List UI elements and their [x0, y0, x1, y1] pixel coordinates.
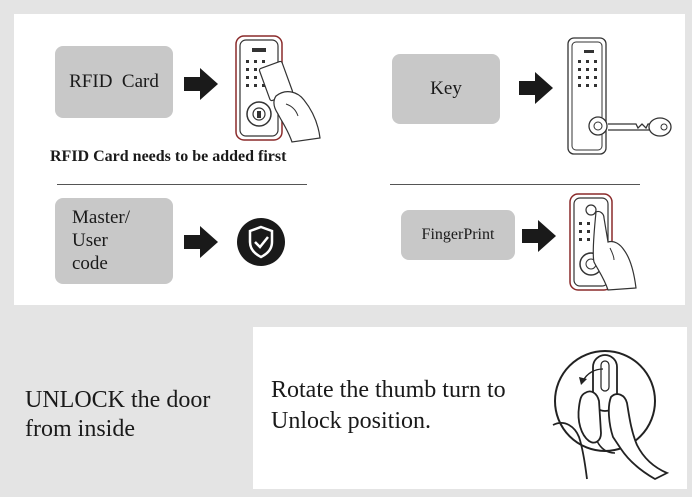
unlock-methods-panel: RFID Card RFID Card needs to be added fi… — [14, 14, 685, 305]
key-box: Key — [392, 54, 500, 124]
code-label-line3: code — [72, 253, 108, 274]
inside-heading-line2: from inside — [25, 416, 135, 442]
shield-check-icon — [237, 218, 285, 266]
code-label-line2: User — [72, 230, 108, 251]
inside-heading-line1: UNLOCK the door — [25, 387, 211, 413]
divider-right — [390, 184, 640, 185]
code-label-line1: Master/ — [72, 207, 131, 228]
master-user-code-box: Master/ User code — [55, 198, 173, 284]
instruction-line1: Rotate the thumb turn to — [271, 377, 506, 403]
instruction-line2: Unlock position. — [271, 408, 431, 434]
right-arrow-icon — [184, 226, 218, 258]
rfid-note: RFID Card needs to be added first — [50, 148, 287, 165]
right-arrow-icon — [184, 68, 218, 100]
lock-with-key-icon — [567, 37, 672, 155]
rfid-card-label: RFID Card — [69, 71, 159, 92]
right-arrow-icon — [519, 72, 553, 104]
rfid-card-box: RFID Card — [55, 46, 173, 118]
thumb-turn-icon — [552, 350, 670, 481]
divider-left — [57, 184, 307, 185]
lock-with-card-icon — [235, 35, 321, 143]
key-label: Key — [430, 78, 462, 99]
inside-unlock-panel: Rotate the thumb turn to Unlock position… — [253, 327, 687, 489]
lock-with-finger-icon — [569, 193, 637, 291]
fingerprint-label: FingerPrint — [421, 226, 495, 243]
right-arrow-icon — [522, 220, 556, 252]
fingerprint-box: FingerPrint — [401, 210, 515, 260]
